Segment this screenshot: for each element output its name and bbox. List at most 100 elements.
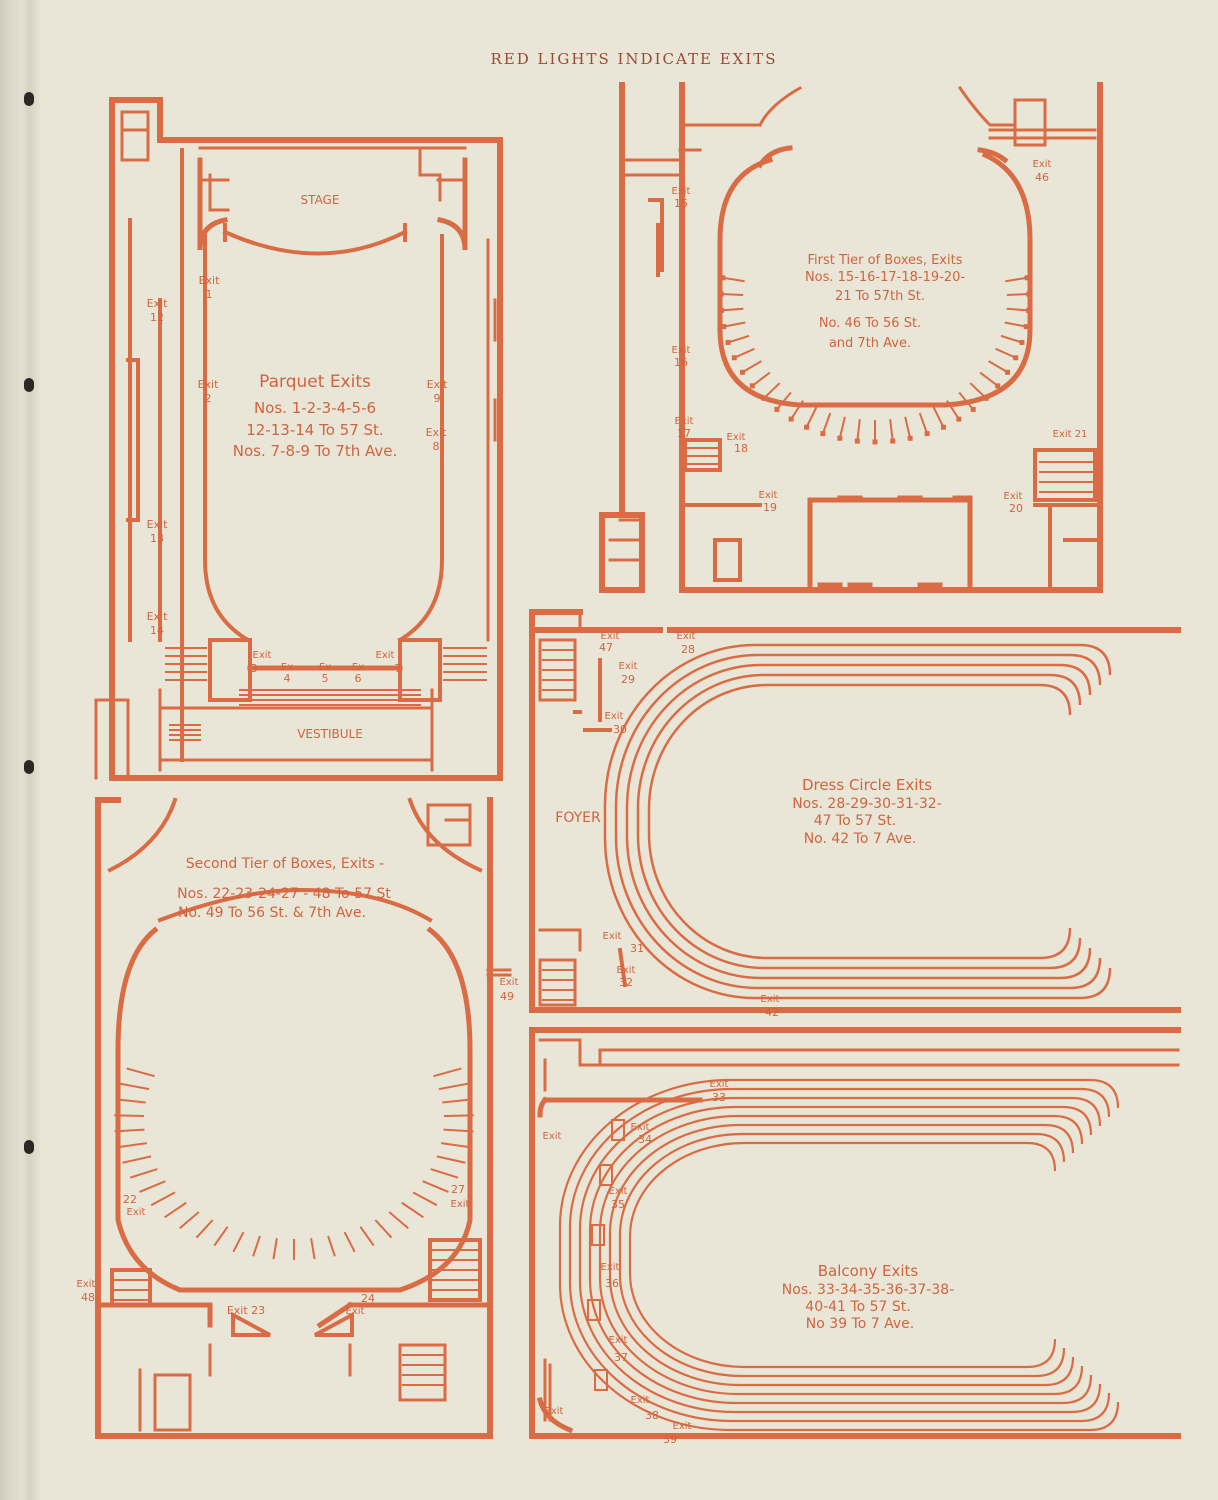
first-tier-title: First Tier of Boxes, Exits (808, 253, 963, 268)
box-marker (1023, 324, 1029, 330)
exit-door (587, 1299, 601, 1321)
box-partition (401, 1201, 424, 1219)
exit-label: Exit (427, 378, 449, 391)
balcony-plan: Balcony Exits Nos. 33-34-35-36-37-38- 40… (529, 1027, 1181, 1446)
box-marker (1024, 275, 1030, 281)
box-marker (837, 435, 843, 441)
exit-label: Exit 21 (1053, 429, 1088, 440)
first-tier-line: No. 46 To 56 St. (819, 316, 921, 331)
seating-row (568, 1087, 1111, 1423)
exit-label: 9 (434, 392, 441, 405)
seating-row (598, 1114, 1084, 1396)
exit-label: Exit (601, 1262, 620, 1273)
exit-label: Exit (631, 1395, 650, 1406)
exit-door (611, 1119, 625, 1141)
box-partition (889, 419, 894, 442)
first-tier-plan: First Tier of Boxes, Exits Nos. 15-16-17… (599, 82, 1103, 593)
balcony-line: 40-41 To 57 St. (805, 1299, 910, 1315)
box-marker (804, 424, 810, 430)
box-partition (821, 412, 832, 434)
exit-label: Exit (672, 345, 691, 356)
box-partition (1004, 321, 1027, 328)
box-marker (872, 439, 878, 445)
box-marker (774, 406, 780, 412)
box-partition (115, 1098, 146, 1104)
box-partition (232, 1231, 245, 1253)
box-partition (122, 1155, 152, 1164)
box-partition (272, 1238, 278, 1260)
first-tier-line: and 7th Ave. (829, 336, 911, 351)
dress-circle-line: No. 42 To 7 Ave. (804, 831, 917, 847)
exit-label: Exit (147, 297, 169, 310)
exit-label: Exit (199, 274, 221, 287)
box-partition (727, 334, 750, 344)
box-marker (761, 395, 767, 401)
punch-hole (24, 760, 34, 774)
exit-label: 30 (613, 723, 627, 736)
exit-label: Exit (500, 977, 519, 988)
box-marker (956, 416, 962, 422)
first-tier-box-rays (718, 275, 1032, 445)
box-partition (932, 407, 945, 428)
balcony-rows (558, 1078, 1120, 1432)
exit-label: Exit (147, 518, 169, 531)
exit-label: 29 (621, 673, 635, 686)
exit-label: 17 (677, 427, 691, 440)
box-partition (918, 412, 929, 434)
dress-circle-line: 47 To 57 St. (814, 813, 897, 829)
exit-label: 19 (763, 501, 777, 514)
punch-hole (24, 378, 34, 392)
box-partition (343, 1231, 356, 1253)
box-marker (718, 291, 724, 297)
box-partition (988, 360, 1009, 374)
box-partition (430, 1168, 459, 1179)
exit-door (594, 1369, 608, 1391)
box-marker (1013, 355, 1019, 361)
box-partition (1006, 293, 1029, 296)
seating-row (625, 663, 1092, 980)
exit-label: 4 (284, 672, 291, 685)
exit-label: 24 (361, 1292, 375, 1305)
exit-label: 16 (674, 356, 688, 369)
exit-label: Exit (198, 378, 220, 391)
exit-label: Exit (761, 994, 780, 1005)
exit-label: 37 (614, 1351, 628, 1364)
seating-row (618, 1132, 1066, 1378)
box-partition (443, 1114, 474, 1118)
exit-door (599, 1164, 613, 1186)
box-marker (890, 438, 896, 444)
exit-label: Ex (319, 662, 331, 673)
exit-label: Exit (1033, 159, 1052, 170)
parquet-line: Nos. 1-2-3-4-5-6 (254, 399, 376, 417)
dress-circle-rows (603, 643, 1112, 1000)
exit-label: 49 (500, 990, 514, 1003)
exit-label: 34 (638, 1133, 652, 1146)
box-partition (751, 371, 771, 387)
box-partition (327, 1235, 336, 1257)
dress-circle-plan: FOYER Dress Circle Exits Nos. 28-29-30-3… (529, 609, 1181, 1019)
exit-label: 18 (734, 442, 748, 455)
first-tier-line: 21 To 57th St. (835, 289, 925, 304)
box-partition (126, 1067, 155, 1078)
exit-label: Exit (545, 1406, 564, 1417)
second-tier-plan: Second Tier of Boxes, Exits - Nos. 22-23… (77, 797, 519, 1439)
exit-label: 1 (206, 288, 213, 301)
box-marker (1026, 307, 1032, 313)
box-partition (721, 293, 744, 296)
box-partition (1005, 276, 1028, 283)
second-tier-line: Nos. 22-23-24-27 - 48 To 57 St (177, 886, 391, 902)
exit-label: 36 (605, 1277, 619, 1290)
exit-label: 35 (611, 1198, 625, 1211)
box-partition (114, 1128, 145, 1133)
exit-label: Exit (543, 1131, 562, 1142)
exit-label: Exit (426, 426, 448, 439)
seating-row (558, 1078, 1120, 1432)
exit-label: 39 (663, 1433, 677, 1446)
exit-label: Exit (672, 186, 691, 197)
stage-label: STAGE (301, 193, 340, 207)
box-marker (788, 416, 794, 422)
exit-label: Exit (147, 610, 169, 623)
box-partition (213, 1226, 229, 1247)
exit-label: 46 (1035, 171, 1049, 184)
